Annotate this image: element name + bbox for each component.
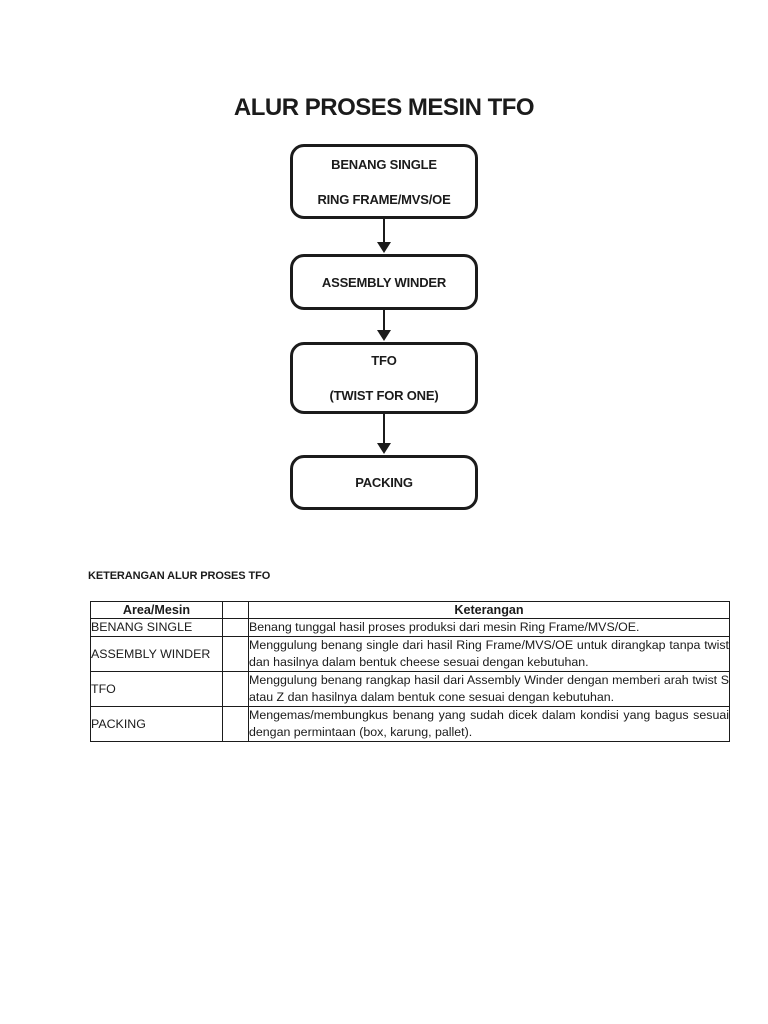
column-header-keterangan: Keterangan	[248, 601, 730, 619]
area-cell: BENANG SINGLE	[90, 618, 223, 637]
flow-node-label: (TWIST FOR ONE)	[329, 388, 439, 403]
table-row: PACKING Mengemas/membungkus benang yang …	[90, 706, 730, 742]
arrow-down-icon	[377, 414, 391, 454]
column-header-area-mesin: Area/Mesin	[90, 601, 223, 619]
page-title: ALUR PROSES MESIN TFO	[233, 94, 535, 121]
spacer-cell	[222, 671, 249, 707]
arrow-head	[377, 443, 391, 454]
spacer-cell	[222, 636, 249, 672]
keterangan-cell: Mengemas/membungkus benang yang sudah di…	[248, 706, 730, 742]
table-row: TFO Menggulung benang rangkap hasil dari…	[90, 671, 730, 707]
arrow-shaft	[382, 414, 386, 443]
table-row: BENANG SINGLE Benang tunggal hasil prose…	[90, 618, 730, 637]
arrow-head	[377, 242, 391, 253]
area-cell: PACKING	[90, 706, 223, 742]
area-cell: ASSEMBLY WINDER	[90, 636, 223, 672]
section-heading-keterangan: KETERANGAN ALUR PROSES TFO	[88, 570, 271, 582]
area-cell: TFO	[90, 671, 223, 707]
flow-node-assembly-winder: ASSEMBLY WINDER	[290, 254, 478, 310]
flow-node-benang-single: BENANG SINGLE RING FRAME/MVS/OE	[290, 144, 478, 219]
flow-node-label: RING FRAME/MVS/OE	[317, 191, 451, 207]
table-row: ASSEMBLY WINDER Menggulung benang single…	[90, 636, 730, 672]
spacer-cell	[222, 618, 249, 637]
keterangan-table: Area/Mesin Keterangan BENANG SINGLE Bena…	[90, 601, 730, 742]
flow-node-tfo: TFO (TWIST FOR ONE)	[290, 342, 478, 414]
arrow-down-icon	[377, 219, 391, 253]
column-header-spacer	[222, 601, 249, 619]
flow-node-label: PACKING	[355, 475, 413, 490]
flow-node-label: ASSEMBLY WINDER	[321, 274, 447, 290]
flow-node-label: TFO	[371, 353, 397, 368]
keterangan-cell: Benang tunggal hasil proses produksi dar…	[248, 618, 730, 637]
keterangan-cell: Menggulung benang rangkap hasil dari Ass…	[248, 671, 730, 707]
arrow-shaft	[382, 219, 386, 242]
arrow-down-icon	[377, 310, 391, 341]
table-header-row: Area/Mesin Keterangan	[90, 601, 730, 619]
flow-node-packing: PACKING	[290, 455, 478, 510]
keterangan-cell: Menggulung benang single dari hasil Ring…	[248, 636, 730, 672]
arrow-head	[377, 330, 391, 341]
arrow-shaft	[382, 310, 386, 330]
flow-node-label: BENANG SINGLE	[331, 156, 437, 172]
spacer-cell	[222, 706, 249, 742]
